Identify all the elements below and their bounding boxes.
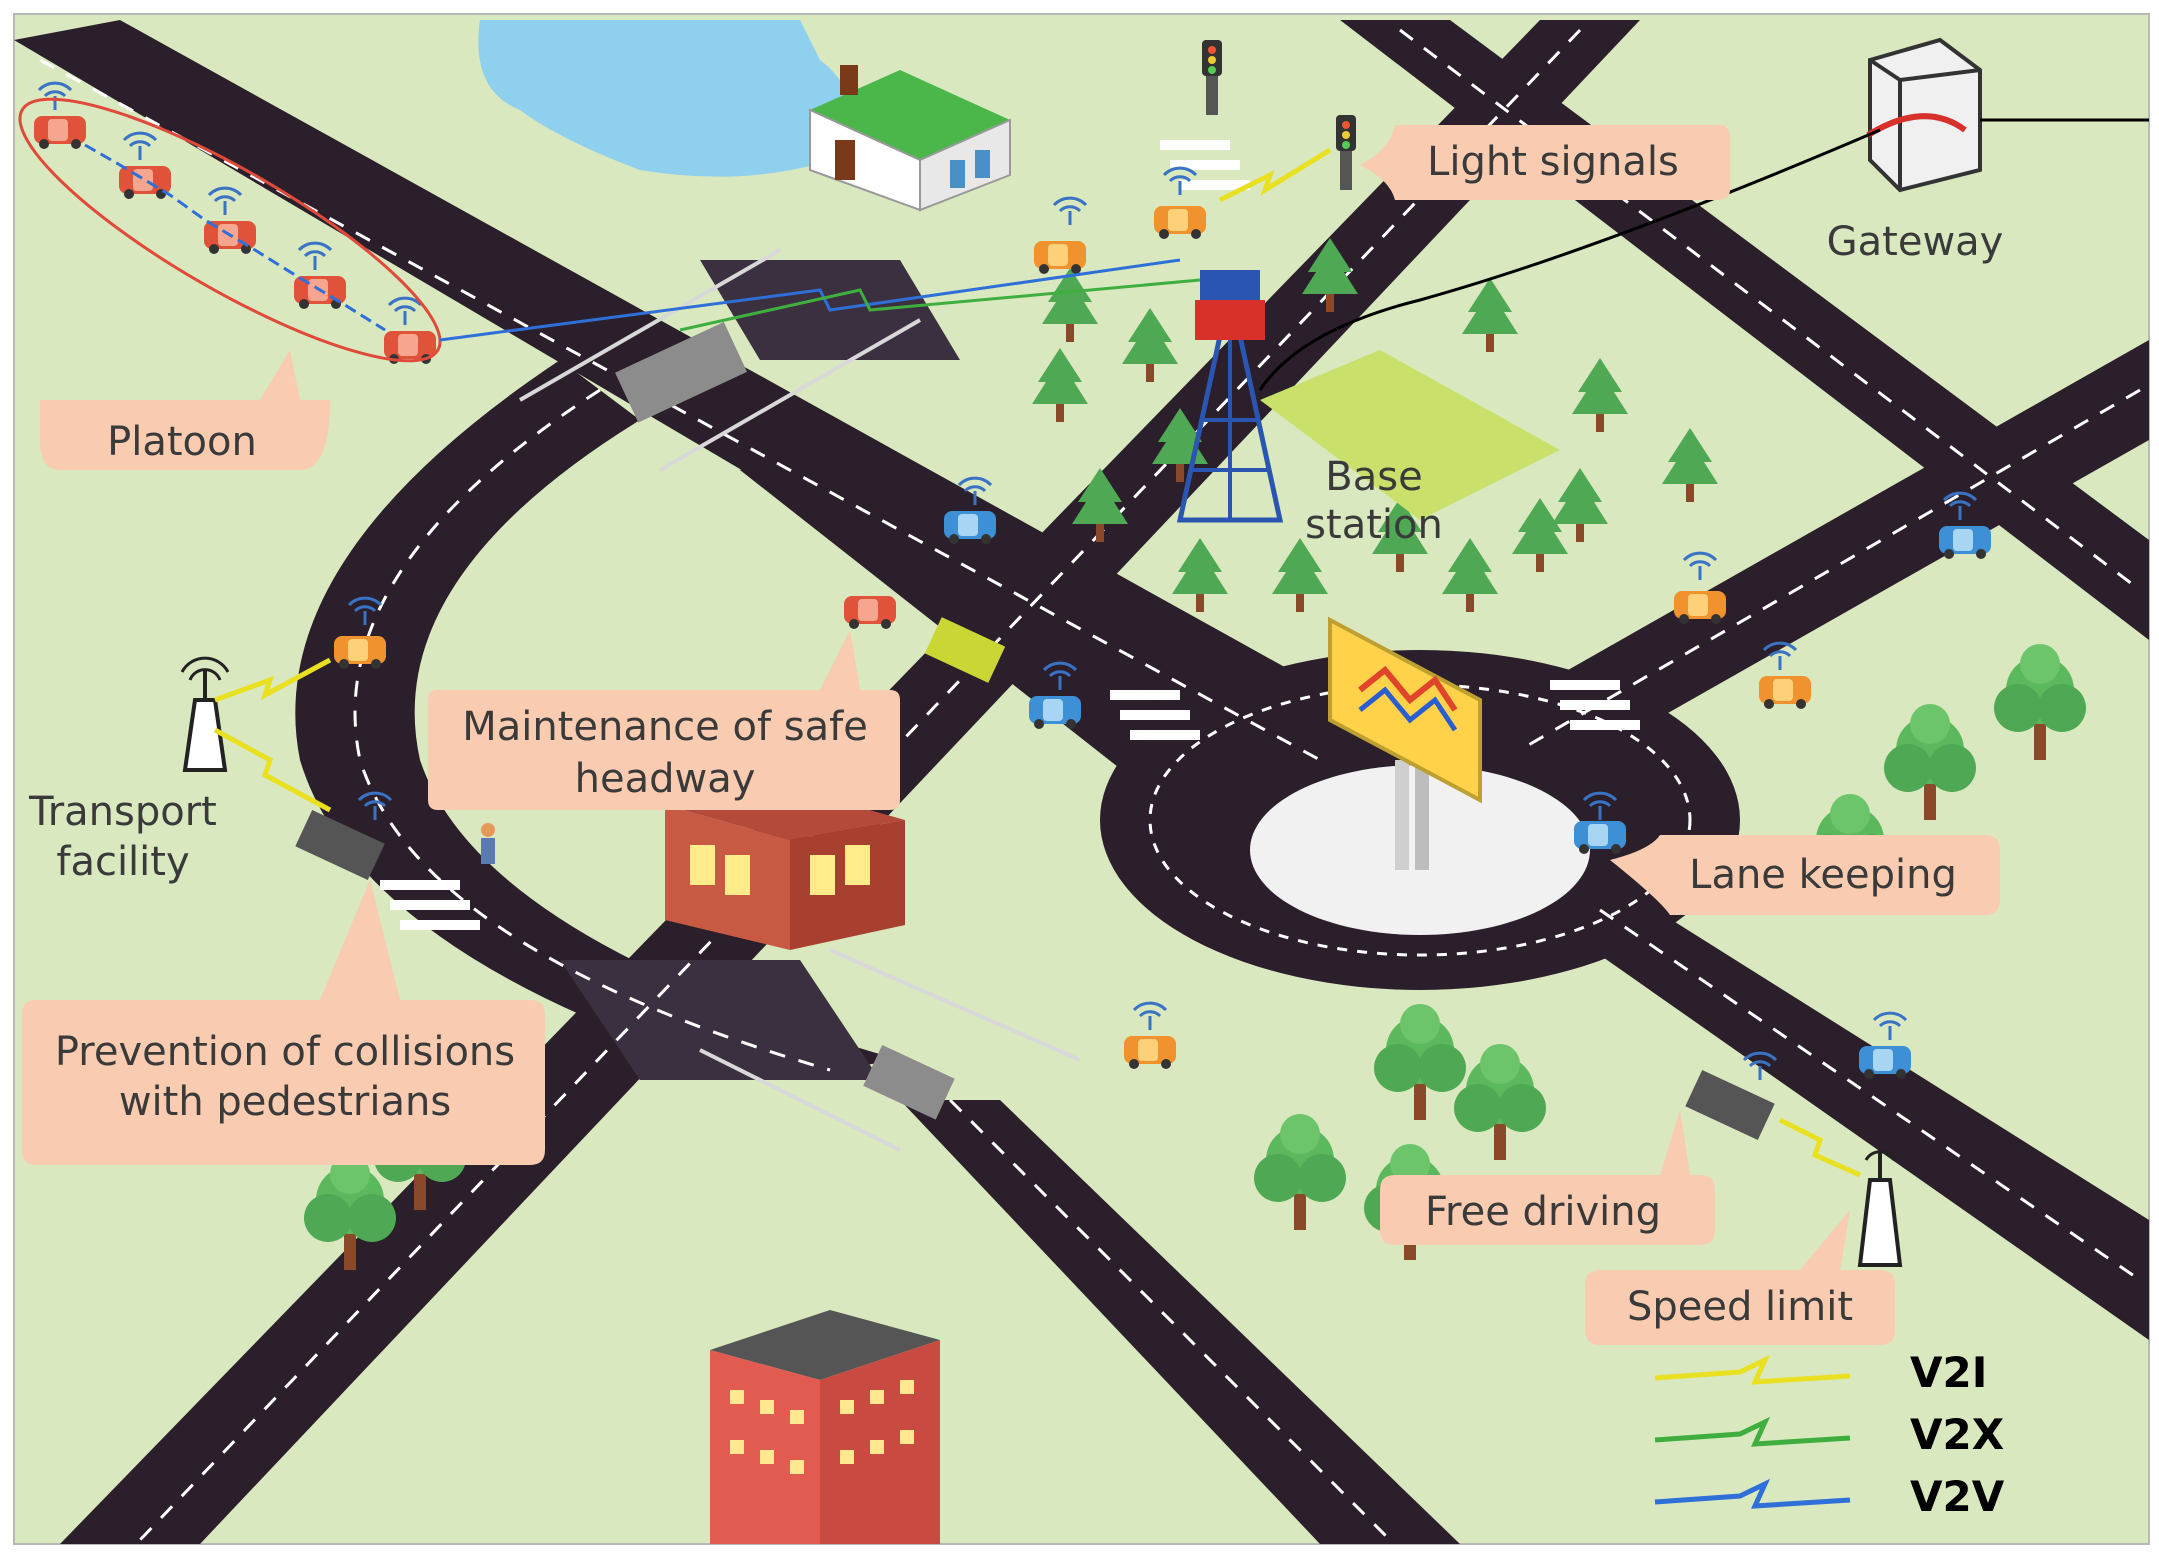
callout-platoon: Platoon [40, 350, 330, 470]
communication-links [213, 147, 1862, 1178]
legend-label-v2x: V2X [1910, 1410, 2004, 1459]
callout-safe-headway: Maintenance of safe headway [428, 630, 900, 810]
callout-speed-limit: Speed limit [1585, 1210, 1895, 1345]
vehicles [295, 166, 1991, 1141]
legend-item-v2x: V2X [1654, 1410, 2004, 1459]
house-icon [809, 65, 1011, 212]
legend: V2I V2X V2V [1654, 1348, 2005, 1521]
legend-item-v2v: V2V [1654, 1472, 2005, 1521]
legend-label-v2i: V2I [1910, 1348, 1987, 1397]
speed-limit-antenna-icon [1857, 1150, 1903, 1267]
billboard-icon [1328, 616, 1482, 870]
platoon-vehicles [18, 81, 442, 364]
callout-free-driving: Free driving [1380, 1110, 1715, 1245]
label-transport-facility-line1: Transport [28, 789, 217, 835]
legend-swatch-v2i [1654, 1354, 1851, 1385]
base-station-field [1260, 350, 1560, 520]
callout-pedestrians: Prevention of collisions with pedestrian… [22, 880, 545, 1165]
label-pedestrians-line2: with pedestrians [119, 1079, 451, 1125]
label-free-driving: Free driving [1425, 1189, 1661, 1235]
antenna-icon [180, 656, 230, 772]
legend-swatch-v2x [1654, 1416, 1851, 1447]
callout-light-signals: Light signals [1360, 125, 1730, 200]
label-gateway: Gateway [1827, 219, 2004, 265]
label-lane-keeping: Lane keeping [1689, 852, 1957, 898]
pond [478, 20, 860, 177]
legend-swatch-v2v [1654, 1478, 1851, 1509]
label-platoon: Platoon [107, 419, 257, 465]
label-speed-limit: Speed limit [1627, 1284, 1853, 1330]
legend-label-v2v: V2V [1910, 1472, 2005, 1521]
tall-building-icon [710, 1310, 940, 1544]
tower-icon [1176, 270, 1284, 523]
legend-item-v2i: V2I [1654, 1348, 1987, 1397]
label-base-station-line2: station [1305, 502, 1443, 548]
callout-lane-keeping: Lane keeping [1610, 835, 2000, 915]
gateway-icon [1866, 37, 1982, 193]
label-safe-headway-line2: headway [575, 756, 756, 802]
label-safe-headway-line1: Maintenance of safe [462, 704, 868, 750]
label-base-station-line1: Base [1325, 454, 1422, 500]
label-pedestrians-line1: Prevention of collisions [55, 1029, 515, 1075]
label-light-signals: Light signals [1427, 139, 1679, 185]
traffic-light-icon [1202, 40, 1356, 190]
label-transport-facility-line2: facility [56, 839, 189, 885]
